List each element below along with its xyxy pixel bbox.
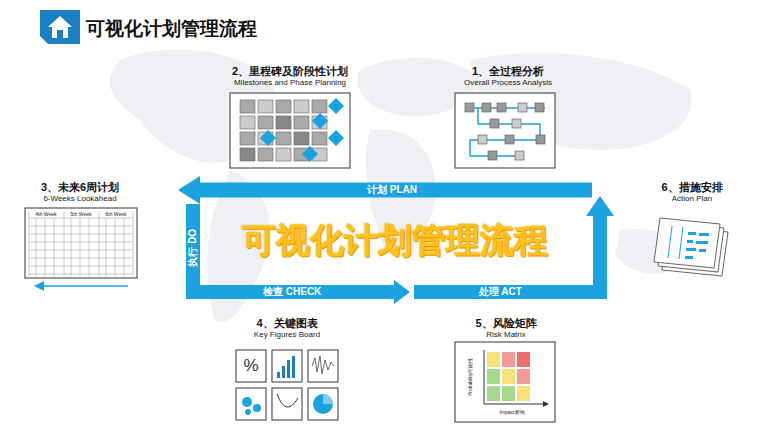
world-map bbox=[110, 50, 692, 322]
key-figures-icon bbox=[236, 350, 338, 420]
step-subtitle: Risk Matrix bbox=[472, 330, 539, 340]
cycle-label: 执行 DO bbox=[187, 229, 199, 267]
pdca-cycle bbox=[178, 176, 614, 304]
step-heading: 2、里程碑及阶段性计划Milestones and Phase Planning bbox=[229, 64, 351, 88]
step-title: 2、里程碑及阶段性计划 bbox=[229, 64, 351, 78]
step-title: 5、风险矩阵 bbox=[472, 316, 539, 330]
table-header: 5th Week bbox=[71, 212, 92, 218]
step-title: 3、未来6周计划 bbox=[38, 180, 122, 194]
table-header: 4th Week bbox=[36, 212, 57, 218]
lookahead-table-icon bbox=[25, 208, 137, 291]
step-subtitle: Action Plan bbox=[658, 194, 725, 204]
step-heading: 1、全过程分析Overall Process Analysis bbox=[461, 64, 555, 88]
page-title: 可视化计划管理流程 bbox=[86, 16, 257, 42]
cycle-label: 处理 ACT bbox=[479, 286, 522, 298]
step-title: 4、关键图表 bbox=[251, 316, 323, 330]
table-header: 6th Week bbox=[106, 212, 127, 218]
step-heading: 5、风险矩阵Risk Matrix bbox=[472, 316, 539, 340]
process-flow-icon bbox=[455, 93, 555, 168]
step-subtitle: Key Figures Board bbox=[251, 330, 323, 340]
risk-matrix-icon bbox=[455, 342, 555, 422]
step-heading: 6、措施安排Action Plan bbox=[658, 180, 725, 204]
axis-label: Probability可能性 bbox=[468, 358, 474, 396]
axis-label: Impact影响 bbox=[500, 410, 525, 416]
cycle-label: 计划 PLAN bbox=[367, 184, 417, 196]
step-title: 6、措施安排 bbox=[658, 180, 725, 194]
center-title: 可视化计划管理流程 bbox=[242, 221, 548, 260]
step-subtitle: Overall Process Analysis bbox=[461, 78, 555, 88]
step-heading: 3、未来6周计划6-Weeks Lookahead bbox=[38, 180, 122, 204]
action-plan-icon bbox=[654, 218, 728, 276]
step-title: 1、全过程分析 bbox=[461, 64, 555, 78]
home-icon bbox=[40, 10, 80, 44]
cycle-label: 检查 CHECK bbox=[263, 286, 321, 298]
step-subtitle: Milestones and Phase Planning bbox=[229, 78, 351, 88]
step-subtitle: 6-Weeks Lookahead bbox=[38, 194, 122, 204]
percent-symbol: % bbox=[244, 356, 259, 376]
step-heading: 4、关键图表Key Figures Board bbox=[251, 316, 323, 340]
milestone-grid-icon bbox=[230, 93, 350, 168]
